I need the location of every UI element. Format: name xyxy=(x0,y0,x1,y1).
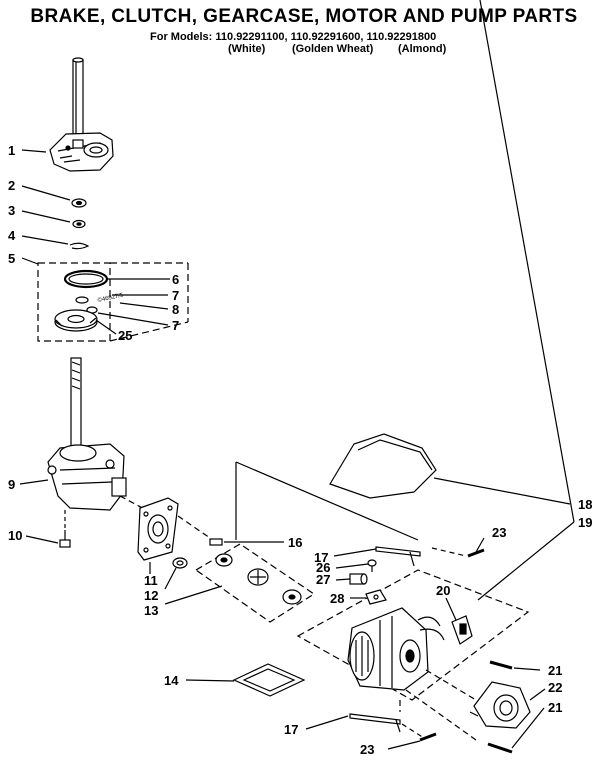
part-5-group-box xyxy=(37,262,111,342)
part-18-motor-cover xyxy=(329,433,437,499)
leader-22 xyxy=(529,688,546,701)
part-16-pin xyxy=(209,538,223,546)
color-golden-wheat-label: (Golden Wheat) xyxy=(292,43,374,55)
leader-5 xyxy=(21,257,39,265)
part-14-gasket xyxy=(232,663,306,697)
leader-21b xyxy=(511,707,545,749)
leader-3 xyxy=(21,210,71,223)
leader-23b xyxy=(387,740,421,750)
part-6-clutch-spring xyxy=(63,269,109,289)
part-26-screw xyxy=(367,559,377,572)
part-22-pump xyxy=(469,681,531,729)
top-shaft xyxy=(72,57,84,141)
leader-4 xyxy=(21,235,69,245)
leader-20 xyxy=(445,597,457,621)
part-23-screw-upper xyxy=(467,548,485,558)
callout-14: 14 xyxy=(164,673,179,688)
part-13-group-box xyxy=(194,543,316,623)
leader-1 xyxy=(21,149,47,153)
part-13-coupler-a xyxy=(215,553,233,567)
leader-13 xyxy=(164,585,223,605)
callout-6: 6 xyxy=(172,272,179,287)
callout-8: 8 xyxy=(172,302,179,317)
leader-14 xyxy=(185,679,235,682)
part-2-washer xyxy=(71,198,87,208)
leader-25 xyxy=(95,319,117,335)
callout-21a: 21 xyxy=(548,663,562,678)
callout-19: 19 xyxy=(578,515,592,530)
part-13-coupler-b xyxy=(247,568,269,586)
leader-2 xyxy=(21,185,71,201)
page-title: BRAKE, CLUTCH, GEARCASE, MOTOR AND PUMP … xyxy=(30,6,578,27)
callout-28: 28 xyxy=(330,591,344,606)
leader-21a xyxy=(513,667,541,671)
part-12-nut xyxy=(172,557,188,569)
leader-8 xyxy=(119,302,169,310)
part-10-screw xyxy=(59,530,71,548)
leader-26 xyxy=(335,563,369,569)
callout-25: 25 xyxy=(118,328,132,343)
copyright-stamp: ©46927/5 xyxy=(97,292,125,304)
part-4-clip xyxy=(69,242,90,250)
callout-3: 3 xyxy=(8,203,15,218)
callout-16: 16 xyxy=(288,535,302,550)
callout-12: 12 xyxy=(144,588,158,603)
part-28-clip xyxy=(365,589,387,605)
part-17-bracket-lower xyxy=(349,713,401,733)
part-13-coupler-c xyxy=(282,589,302,605)
callout-1: 1 xyxy=(8,143,15,158)
callout-4: 4 xyxy=(8,228,16,243)
leader-18 xyxy=(433,477,571,505)
leader-27 xyxy=(335,578,351,581)
part-17-bracket-upper xyxy=(375,546,421,567)
leader-10 xyxy=(25,535,59,544)
part-21-pin-upper xyxy=(489,660,513,670)
models-line: For Models: 110.92291100, 110.92291600, … xyxy=(150,31,437,43)
part-1-brake-housing xyxy=(49,132,114,172)
part-25-clutch-drum xyxy=(54,309,98,332)
part-23-screw-lower xyxy=(419,732,437,742)
callout-2: 2 xyxy=(8,178,15,193)
leader-9 xyxy=(19,479,49,485)
callout-27: 27 xyxy=(316,572,330,587)
leader-19 xyxy=(477,521,575,601)
callout-labels: 1 2 3 4 5 6 7 8 7 25 9 10 11 12 13 14 16… xyxy=(8,143,592,757)
motor-body xyxy=(347,607,445,691)
callout-26: 26 xyxy=(316,560,330,575)
callout-13: 13 xyxy=(144,603,158,618)
part-11-mounting-plate xyxy=(137,497,179,561)
color-almond-label: (Almond) xyxy=(398,43,447,55)
part-21-pin-lower xyxy=(487,742,513,754)
callout-9: 9 xyxy=(8,477,15,492)
callout-21b: 21 xyxy=(548,700,562,715)
callout-23a: 23 xyxy=(492,525,506,540)
leader-12 xyxy=(164,567,177,590)
callout-18: 18 xyxy=(578,497,592,512)
callout-17a: 17 xyxy=(314,550,328,565)
part-9-gearcase xyxy=(47,357,127,528)
part-27-spacer xyxy=(349,573,368,585)
callout-7b: 7 xyxy=(172,318,179,333)
part-3-washer xyxy=(72,219,86,229)
callout-17b: 17 xyxy=(284,722,298,737)
callout-22: 22 xyxy=(548,680,562,695)
color-white-label: (White) xyxy=(228,43,266,55)
callout-23b: 23 xyxy=(360,742,374,757)
callout-7a: 7 xyxy=(172,288,179,303)
callout-11: 11 xyxy=(144,573,158,588)
callout-10: 10 xyxy=(8,528,22,543)
leader-17b xyxy=(305,715,349,730)
part-20-wire-connector xyxy=(451,615,473,645)
leader-23a xyxy=(475,537,485,553)
callout-5: 5 xyxy=(8,251,15,266)
leader-17a xyxy=(333,548,377,557)
leader-7b xyxy=(97,312,169,326)
callout-20: 20 xyxy=(436,583,450,598)
